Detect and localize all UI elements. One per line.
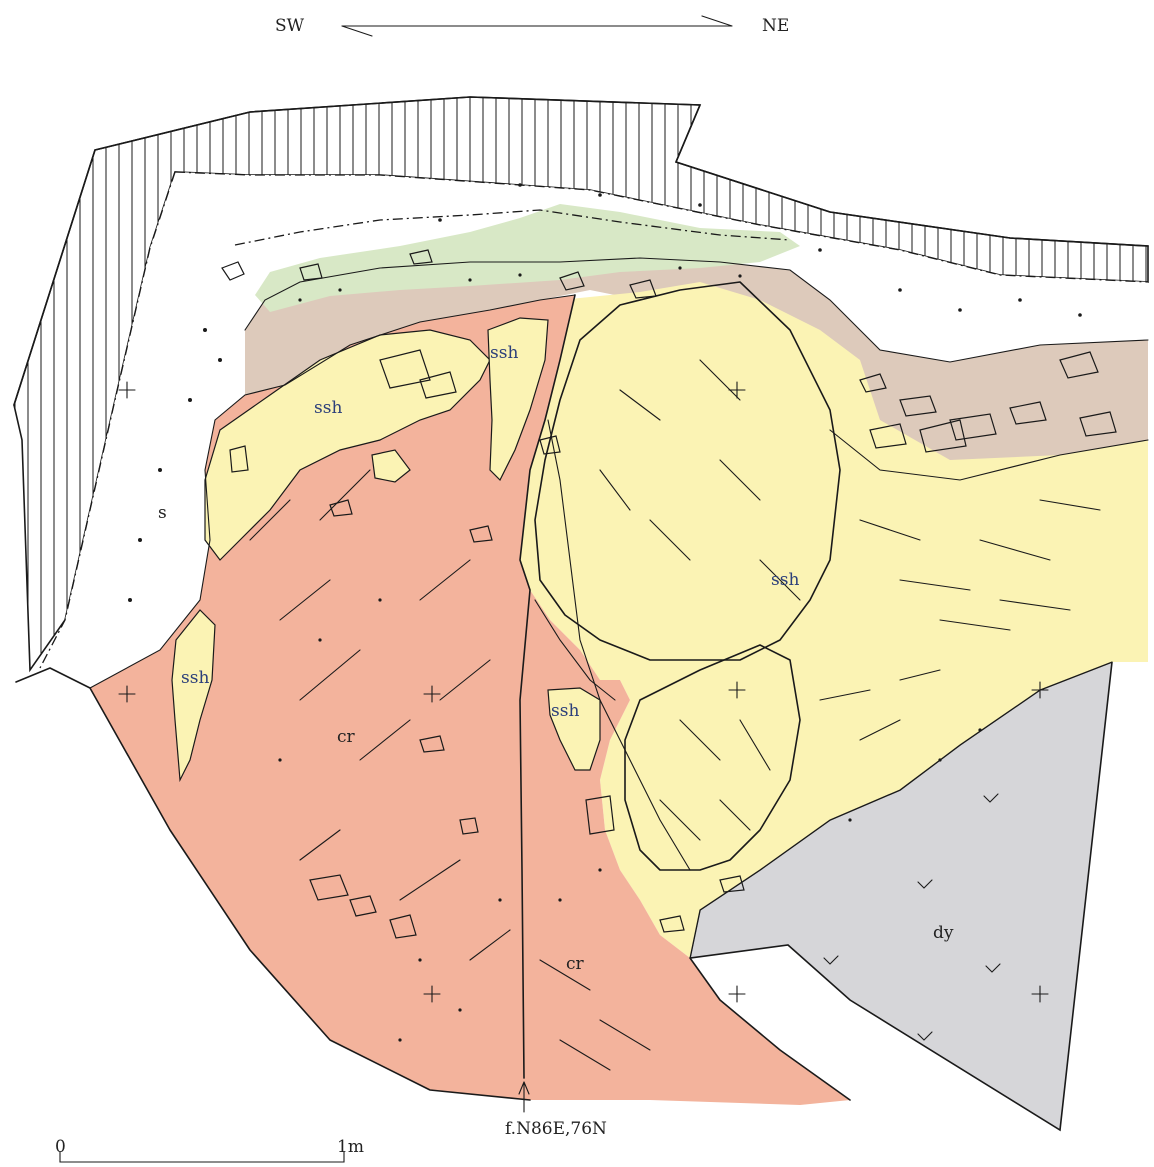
- unit-gravel-brown-band: [245, 258, 1148, 480]
- unit-ssh-lens-center-top: [487, 317, 549, 482]
- scale-bar-start-label: 0: [55, 1137, 66, 1157]
- label-unit-ssh-left: ssh: [181, 668, 209, 688]
- orientation-indicator: SW NE: [275, 15, 789, 37]
- scale-bar-line: [59, 1151, 345, 1163]
- scale-bar: 0 1m: [55, 1137, 364, 1163]
- grain-dots: [128, 183, 1082, 1042]
- unit-green-soil: [255, 204, 800, 312]
- label-unit-s: s: [158, 503, 167, 523]
- grid-crosses: [118, 381, 1049, 1003]
- label-unit-ssh-fault: ssh: [551, 701, 579, 721]
- pebbles: [221, 249, 1117, 939]
- fault-label: f.N86E,76N: [505, 1119, 607, 1139]
- orientation-arrow: [341, 15, 733, 37]
- label-unit-dy: dy: [933, 923, 954, 943]
- unit-ssh-lens-fault: [547, 687, 601, 771]
- fault-arrow: [518, 1081, 530, 1113]
- orientation-right-label: NE: [762, 16, 789, 36]
- contact-lines: [13, 96, 1149, 1101]
- orientation-left-label: SW: [275, 16, 305, 36]
- label-unit-ssh-main: ssh: [771, 570, 799, 590]
- label-unit-cr-left: cr: [337, 727, 356, 747]
- label-unit-cr-bottom: cr: [566, 954, 585, 974]
- fracture-marks: [249, 359, 1101, 1071]
- label-unit-ssh-center-top: ssh: [490, 343, 518, 363]
- fault-line: [519, 294, 576, 1079]
- unit-ssh-lens-small: [371, 449, 411, 483]
- unit-ssh-main-body: [520, 282, 1148, 958]
- unit-ssh-lens-left: [171, 609, 216, 783]
- dy-v-marks: [823, 793, 1001, 1041]
- fault-annotation: f.N86E,76N: [505, 1081, 607, 1139]
- label-unit-ssh-upper-left: ssh: [314, 398, 342, 418]
- scale-bar-end-label: 1m: [337, 1137, 364, 1157]
